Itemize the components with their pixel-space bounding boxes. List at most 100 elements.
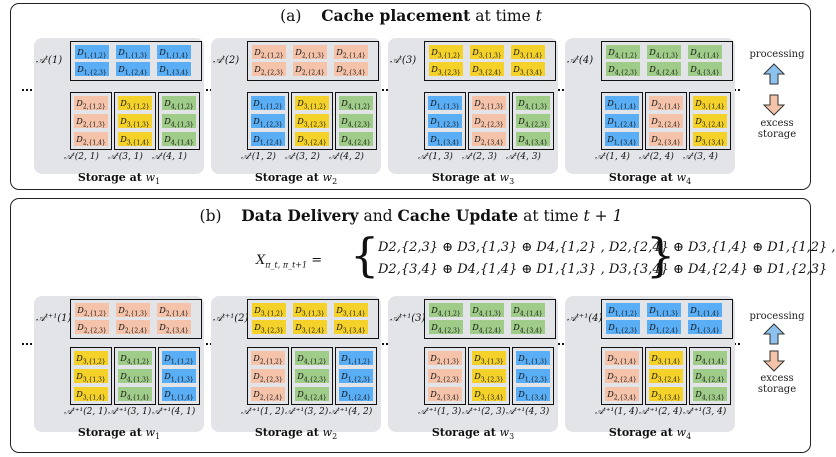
storage-prefix: Storage at [77,426,146,439]
bottom-allocation-label: 𝒜ᵗ(2, 1) [64,152,99,162]
storage-worker: w [322,426,333,439]
data-cell: D2,{1,2} [75,303,109,318]
down-arrow-icon [762,350,786,372]
data-cell: D1,{2,4} [116,62,150,77]
bottom-group-box [335,92,377,150]
storage-prefix: Storage at [431,171,500,184]
data-cell: D4,{1,3} [470,303,504,318]
bottom-allocation-label: 𝒜ᵗ(4, 1) [152,152,187,162]
storage-label: Storage at w4 [565,171,735,186]
bottom-allocation-label: 𝒜ᵗ⁺¹(3, 1) [108,407,152,417]
data-cell: D2,{1,4} [649,96,683,111]
top-group-box [424,41,556,81]
bottom-allocation-label: 𝒜ᵗ(4, 2) [329,152,364,162]
storage-worker: w [676,171,687,184]
data-cell: D1,{1,4} [605,96,639,111]
bottom-allocation-label: 𝒜ᵗ⁺¹(4, 2) [329,407,373,417]
data-cell: D1,{2,3} [428,114,462,129]
data-cell: D4,{1,4} [162,132,196,147]
panel-a-title: (a) Cache placement at time t [0,6,822,25]
storage-prefix: Storage at [608,426,677,439]
storage-worker: w [145,426,156,439]
data-cell: D2,{2,4} [649,114,683,129]
data-cell: D2,{1,2} [251,351,285,366]
data-cell: D3,{1,3} [470,45,504,60]
bottom-allocation-label: 𝒜ᵗ⁺¹(1, 4) [595,407,639,417]
data-cell: D1,{2,3} [75,62,109,77]
data-cell: D1,{1,3} [647,303,681,318]
bottom-group-box [645,347,687,405]
data-cell: D4,{2,3} [295,369,329,384]
storage-prefix: Storage at [608,171,677,184]
storage-label: Storage at w2 [211,171,381,186]
data-cell: D2,{3,4} [605,387,639,402]
data-cell: D1,{1,3} [162,369,196,384]
data-cell: D1,{3,4} [157,62,191,77]
data-cell: D4,{1,4} [511,303,545,318]
top-group-box [601,299,733,339]
data-cell: D1,{1,3} [116,45,150,60]
top-allocation-label: 𝒜ᵗ⁺¹(4) [567,313,603,324]
storage-worker-index: 1 [155,432,161,442]
storage-label: Storage at w1 [34,171,204,186]
data-cell: D4,{2,4} [295,387,329,402]
data-cell: D3,{3,4} [511,62,545,77]
data-cell: D3,{1,4} [693,96,727,111]
data-cell: D4,{3,4} [688,62,722,77]
data-cell: D3,{2,4} [649,369,683,384]
data-cell: D4,{2,4} [647,62,681,77]
data-cell: D1,{1,4} [157,45,191,60]
data-cell: D4,{1,3} [118,369,152,384]
top-allocation-label: 𝒜ᵗ(1) [36,55,63,66]
data-cell: D2,{2,4} [605,369,639,384]
formula-lhs-symbol: X [256,253,266,268]
excess-storage-label-a: excess storage [742,118,812,140]
formula-brace-left: { [350,228,380,282]
panel-a-prefix: (a) [280,7,302,25]
data-cell: D3,{1,2} [252,303,286,318]
data-cell: D1,{1,2} [606,303,640,318]
data-cell: D3,{3,4} [334,320,368,335]
data-cell: D4,{1,2} [295,351,329,366]
bottom-allocation-label: 𝒜ᵗ⁺¹(3, 2) [285,407,329,417]
data-cell: D4,{1,4} [118,387,152,402]
data-cell: D2,{2,3} [428,369,462,384]
bottom-group-box [114,347,156,405]
data-cell: D4,{2,3} [339,114,373,129]
data-cell: D3,{1,2} [295,96,329,111]
data-cell: D1,{1,2} [339,351,373,366]
top-group-box [247,299,379,339]
panel-a-title-bold: Cache placement [321,6,471,25]
data-cell: D1,{1,2} [251,96,285,111]
data-cell: D3,{1,2} [429,45,463,60]
data-cell: D1,{2,4} [251,132,285,147]
bottom-group-box [291,347,333,405]
data-cell: D3,{2,3} [429,62,463,77]
data-cell: D2,{3,4} [157,320,191,335]
data-cell: D4,{1,3} [162,114,196,129]
bottom-group-box [247,92,289,150]
storage-worker-index: 3 [509,177,515,187]
data-cell: D4,{1,4} [688,45,722,60]
data-cell: D4,{2,4} [339,132,373,147]
bottom-group-box [512,347,554,405]
panel-b-title-bold1: Data Delivery [241,206,359,225]
data-cell: D2,{2,4} [293,62,327,77]
data-cell: D2,{2,3} [252,62,286,77]
panel-b-title-mid1: and [363,207,393,225]
data-cell: D2,{3,4} [334,62,368,77]
data-cell: D3,{1,4} [511,45,545,60]
data-cell: D4,{3,4} [693,387,727,402]
top-allocation-label: 𝒜ᵗ(3) [390,55,417,66]
bottom-group-box [70,92,112,150]
bottom-allocation-label: 𝒜ᵗ⁺¹(1, 2) [241,407,285,417]
bottom-allocation-label: 𝒜ᵗ(1, 3) [418,152,453,162]
data-cell: D4,{2,3} [516,114,550,129]
top-group-box [70,299,202,339]
data-cell: D2,{1,4} [74,132,108,147]
data-cell: D3,{2,3} [472,369,506,384]
excess-storage-label-b: excess storage [742,373,812,395]
data-cell: D4,{1,2} [429,303,463,318]
storage-word-a: storage [757,129,797,140]
top-allocation-label: 𝒜ᵗ⁺¹(3) [390,313,426,324]
